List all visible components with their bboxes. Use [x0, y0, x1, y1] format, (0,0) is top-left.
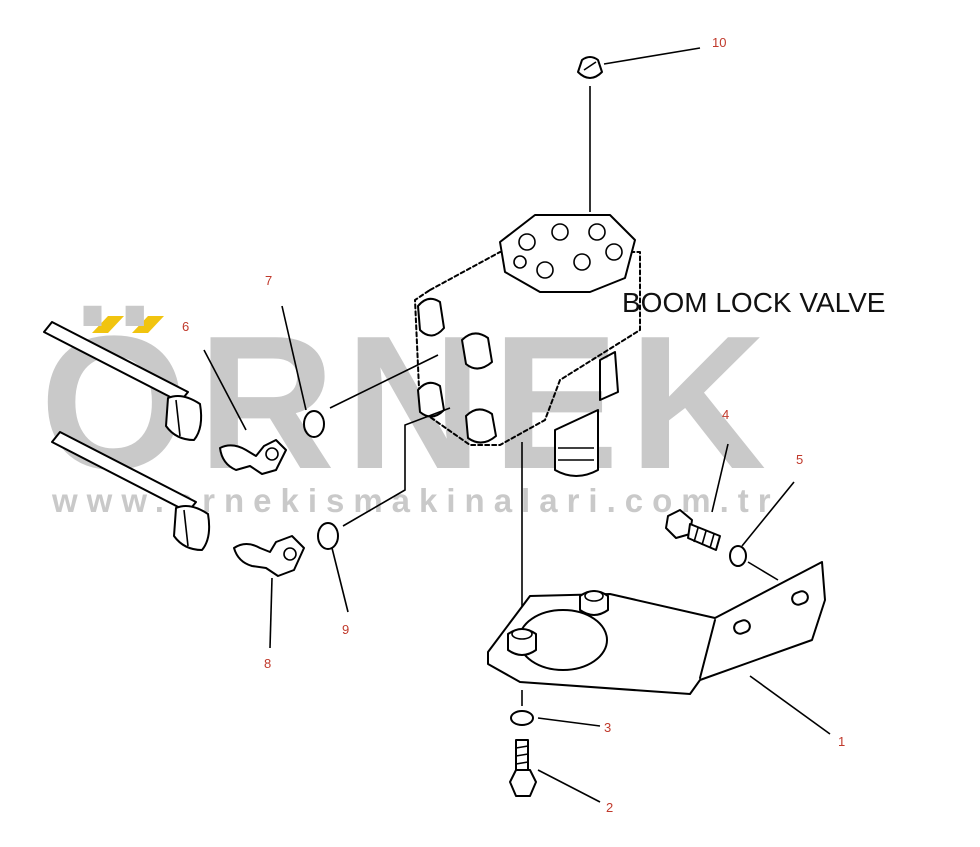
hose-upper [43, 321, 203, 441]
part-5-washer [729, 545, 747, 567]
callout-numbers: 10 7 6 4 5 9 8 3 1 2 [182, 35, 845, 815]
part-6-elbow [219, 439, 287, 475]
callout-1: 1 [838, 734, 845, 749]
valve-body [414, 214, 641, 477]
part-2-bolt [509, 739, 537, 797]
callout-7: 7 [265, 273, 272, 288]
watermark-brand: ÖRNEK [40, 297, 776, 509]
part-8-elbow [233, 535, 305, 577]
diagram-title: BOOM LOCK VALVE [622, 287, 885, 318]
leader-lines [203, 47, 831, 803]
part-7-o-ring [303, 410, 325, 438]
part-9-o-ring [317, 522, 339, 550]
part-1-bracket [487, 561, 826, 695]
callout-3: 3 [604, 720, 611, 735]
callout-8: 8 [264, 656, 271, 671]
callout-9: 9 [342, 622, 349, 637]
hose-lower [51, 431, 211, 551]
callout-4: 4 [722, 407, 729, 422]
callout-5: 5 [796, 452, 803, 467]
part-3-washer [510, 710, 534, 726]
part-10-cap [577, 56, 603, 212]
callout-10: 10 [712, 35, 726, 50]
alignment-lines [329, 354, 779, 706]
watermark-accent-mark [132, 316, 164, 333]
callout-6: 6 [182, 319, 189, 334]
callout-2: 2 [606, 800, 613, 815]
watermark-accent-mark [92, 316, 124, 333]
part-4-bolt [665, 509, 721, 551]
